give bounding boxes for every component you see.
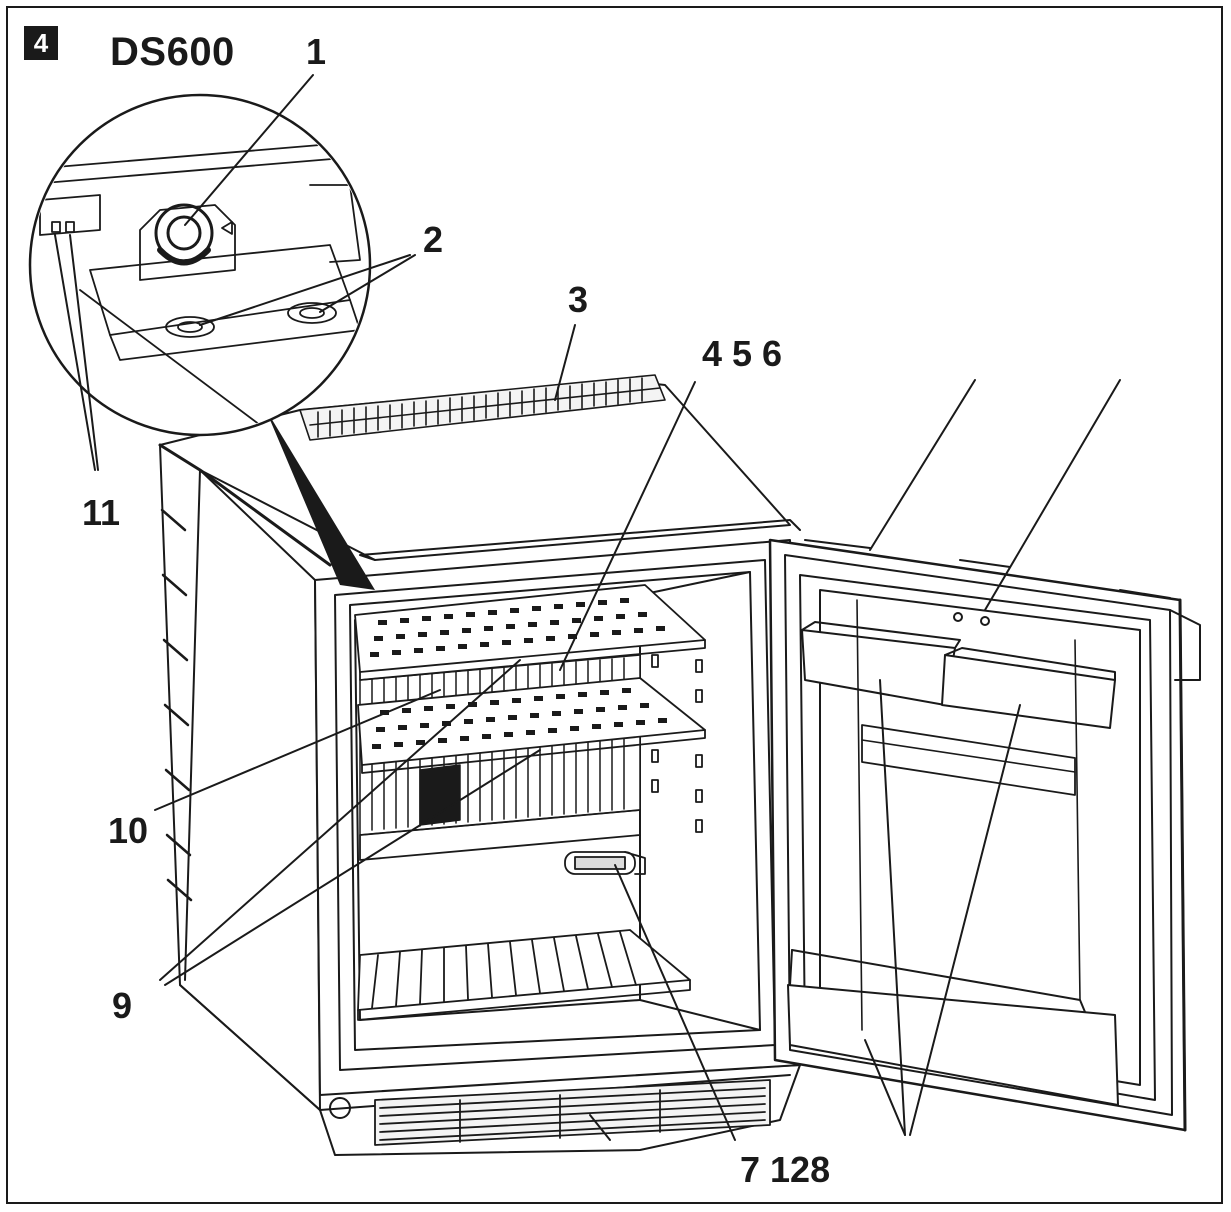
drip-tray <box>359 809 641 861</box>
figure-number-badge: 4 <box>24 26 58 60</box>
door-bottom-bin <box>787 949 1119 1106</box>
callout-7-12-8: 7 128 <box>740 1149 831 1190</box>
interior-temperature-control <box>564 851 646 875</box>
top-vent-grille <box>299 374 666 441</box>
callout-9: 9 <box>112 985 133 1026</box>
callout-2: 2 <box>423 219 444 260</box>
detail-zoom-view <box>28 93 375 590</box>
bottom-vent-grille <box>374 1079 771 1146</box>
callout-leader-lines <box>54 74 1121 1141</box>
bottom-grid-rack <box>357 929 691 1021</box>
figure-frame <box>6 6 1223 1204</box>
lower-wire-shelf <box>357 677 706 774</box>
door-middle-rail <box>861 724 1076 796</box>
callout-10: 10 <box>108 810 149 851</box>
upper-wire-shelf <box>354 584 706 681</box>
door-upper-bins <box>801 621 1116 729</box>
callout-11: 11 <box>82 492 121 533</box>
cabinet-side-ridges <box>160 508 193 902</box>
callout-1: 1 <box>306 31 327 72</box>
callout-3: 3 <box>568 279 589 320</box>
callout-4-5-6: 4 5 6 <box>702 333 783 374</box>
model-title: DS600 <box>110 30 235 74</box>
open-door <box>768 538 1201 1132</box>
